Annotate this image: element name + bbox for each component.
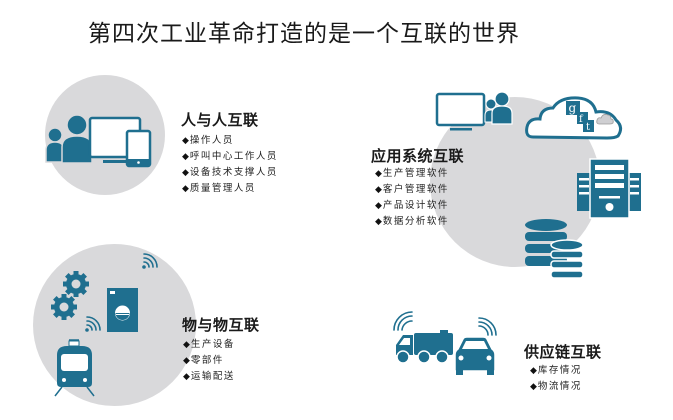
bullet-icon: ◆ bbox=[375, 185, 382, 195]
list-item: ◆生产管理软件 bbox=[375, 168, 449, 179]
list-item: ◆质量管理人员 bbox=[182, 183, 256, 194]
bullet-icon: ◆ bbox=[183, 356, 190, 366]
things-list: ◆生产设备 ◆零部件 ◆运输配送 bbox=[183, 337, 260, 385]
bullet-icon: ◆ bbox=[530, 382, 537, 392]
list-item: ◆生产设备 bbox=[183, 339, 235, 350]
bullet-icon: ◆ bbox=[182, 184, 189, 194]
svg-text:f: f bbox=[579, 114, 584, 125]
bullet-icon: ◆ bbox=[183, 372, 190, 382]
people-list: ◆操作人员 ◆呼叫中心工作人员 ◆设备技术支撑人员 ◆质量管理人员 bbox=[182, 133, 278, 197]
list-item: ◆操作人员 bbox=[182, 135, 234, 146]
bullet-icon: ◆ bbox=[182, 168, 189, 178]
list-item: ◆呼叫中心工作人员 bbox=[182, 151, 278, 162]
list-item: ◆运输配送 bbox=[183, 371, 235, 382]
list-item: ◆库存情况 bbox=[530, 365, 582, 376]
things-heading: 物与物互联 bbox=[182, 316, 260, 334]
list-item: ◆设备技术支撑人员 bbox=[182, 167, 278, 178]
systems-list: ◆生产管理软件 ◆客户管理软件 ◆产品设计软件 ◆数据分析软件 bbox=[375, 166, 464, 230]
bullet-icon: ◆ bbox=[375, 169, 382, 179]
things-section: 物与物互联 ◆生产设备 ◆零部件 ◆运输配送 bbox=[182, 316, 260, 385]
bullet-icon: ◆ bbox=[182, 136, 189, 146]
bullet-icon: ◆ bbox=[375, 201, 382, 211]
systems-section: 应用系统互联 ◆生产管理软件 ◆客户管理软件 ◆产品设计软件 ◆数据分析软件 bbox=[371, 147, 464, 230]
page-title: 第四次工业革命打造的是一个互联的世界 bbox=[88, 21, 520, 47]
bullet-icon: ◆ bbox=[530, 366, 537, 376]
list-item: ◆产品设计软件 bbox=[375, 200, 449, 211]
list-item: ◆零部件 bbox=[183, 355, 224, 366]
svg-text:t: t bbox=[586, 122, 590, 133]
supply-list: ◆库存情况 ◆物流情况 bbox=[530, 363, 602, 395]
people-section: 人与人互联 ◆操作人员 ◆呼叫中心工作人员 ◆设备技术支撑人员 ◆质量管理人员 bbox=[181, 111, 278, 197]
svg-text:g: g bbox=[569, 101, 577, 115]
list-item: ◆数据分析软件 bbox=[375, 216, 449, 227]
supply-heading: 供应链互联 bbox=[524, 343, 602, 361]
supply-section: 供应链互联 ◆库存情况 ◆物流情况 bbox=[524, 343, 602, 395]
people-heading: 人与人互联 bbox=[181, 111, 259, 129]
bullet-icon: ◆ bbox=[182, 152, 189, 162]
systems-heading: 应用系统互联 bbox=[371, 147, 465, 165]
list-item: ◆客户管理软件 bbox=[375, 184, 449, 195]
bullet-icon: ◆ bbox=[375, 217, 382, 227]
list-item: ◆物流情况 bbox=[530, 381, 582, 392]
bullet-icon: ◆ bbox=[183, 340, 190, 350]
